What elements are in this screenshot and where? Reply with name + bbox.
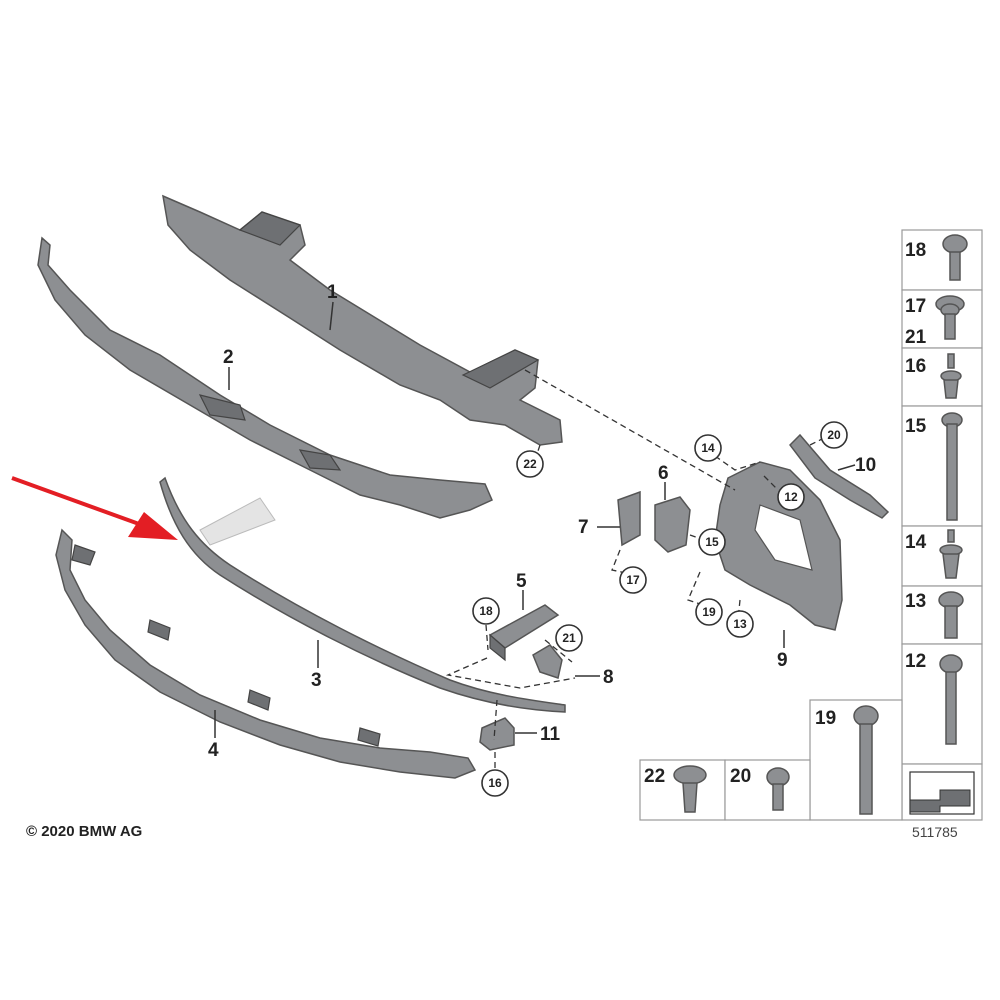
copyright-text: © 2020 BMW AG <box>26 823 143 840</box>
arrow-direction-icon <box>909 771 975 815</box>
part-label-11: 11 <box>540 724 561 745</box>
fastener-label-17: 17 <box>905 296 926 317</box>
plate-part-7[interactable] <box>617 490 641 547</box>
svg-text:15: 15 <box>705 535 719 549</box>
callout-18: 18 <box>472 597 500 625</box>
air-guide-part-4[interactable] <box>55 528 477 779</box>
callout-13: 13 <box>726 610 754 638</box>
bolt-icon-12 <box>939 654 963 745</box>
part-labels: 1 2 3 4 5 6 7 8 9 10 11 <box>208 282 876 761</box>
fastener-label-22: 22 <box>644 766 665 787</box>
fastener-cell-20 <box>724 759 811 821</box>
fastener-label-18: 18 <box>905 240 926 261</box>
svg-text:19: 19 <box>702 605 716 619</box>
svg-text:14: 14 <box>701 441 715 455</box>
callout-20: 20 <box>820 421 848 449</box>
part-label-3: 3 <box>311 670 322 691</box>
screw-icon-18 <box>942 234 968 281</box>
fastener-label-12: 12 <box>905 651 926 672</box>
bracket-part-5[interactable] <box>488 604 560 662</box>
fastener-label-13: 13 <box>905 591 926 612</box>
bumper-absorber-part-2[interactable] <box>37 236 493 519</box>
callout-19: 19 <box>695 598 723 626</box>
svg-text:13: 13 <box>733 617 747 631</box>
fastener-label-21: 21 <box>905 327 927 348</box>
part-label-8: 8 <box>603 667 614 688</box>
bolt-icon-19 <box>853 705 879 815</box>
highlight-arrow <box>11 476 178 540</box>
svg-text:12: 12 <box>784 490 798 504</box>
bracket-part-10[interactable] <box>789 433 890 519</box>
callout-15: 15 <box>698 528 726 556</box>
leader-lines <box>214 301 856 738</box>
callout-16: 16 <box>481 769 509 797</box>
fastener-label-19: 19 <box>815 708 836 729</box>
clip-icon-16 <box>940 353 962 399</box>
part-label-4: 4 <box>208 740 219 761</box>
clip-icon-14 <box>939 529 963 579</box>
crash-box-part-9[interactable] <box>714 461 843 631</box>
svg-text:22: 22 <box>523 457 537 471</box>
svg-text:18: 18 <box>479 604 493 618</box>
part-label-2: 2 <box>223 347 234 368</box>
fastener-cell-17-21 <box>901 289 983 349</box>
part-label-9: 9 <box>777 650 788 671</box>
svg-text:21: 21 <box>562 631 576 645</box>
callout-17: 17 <box>619 566 647 594</box>
part-label-7: 7 <box>578 517 589 538</box>
bumper-carrier-part-1[interactable] <box>162 194 563 446</box>
part-label-10: 10 <box>855 455 876 476</box>
part-label-6: 6 <box>658 463 669 484</box>
fastener-cell-15 <box>901 405 983 527</box>
part-label-1: 1 <box>327 282 338 303</box>
screw-icon-20 <box>766 767 790 811</box>
bolt-icon-13 <box>938 591 964 639</box>
fastener-table: 18 17 21 16 15 14 13 12 19 22 20 <box>639 229 983 821</box>
screw-icon-22 <box>673 765 707 813</box>
diagram-number: 511785 <box>912 824 958 840</box>
fastener-cell-14 <box>901 525 983 587</box>
svg-text:17: 17 <box>626 573 640 587</box>
fastener-label-20: 20 <box>730 766 751 787</box>
callout-12: 12 <box>777 483 805 511</box>
fastener-label-16: 16 <box>905 356 926 377</box>
callout-22: 22 <box>516 450 544 478</box>
screw-icon-17-21 <box>935 295 965 340</box>
svg-text:16: 16 <box>488 776 502 790</box>
clip-part-8[interactable] <box>532 644 563 679</box>
bracket-part-6[interactable] <box>654 496 691 553</box>
fastener-label-14: 14 <box>905 532 927 553</box>
holder-part-11[interactable] <box>479 717 515 751</box>
callout-21: 21 <box>555 624 583 652</box>
bolt-icon-15 <box>941 412 963 521</box>
trim-strip-part-3[interactable] <box>159 476 566 713</box>
circled-callouts: 22 14 20 12 15 17 18 21 19 13 16 <box>472 421 848 797</box>
svg-text:20: 20 <box>827 428 841 442</box>
fastener-label-15: 15 <box>905 416 927 437</box>
part-label-5: 5 <box>516 571 527 592</box>
callout-14: 14 <box>694 434 722 462</box>
